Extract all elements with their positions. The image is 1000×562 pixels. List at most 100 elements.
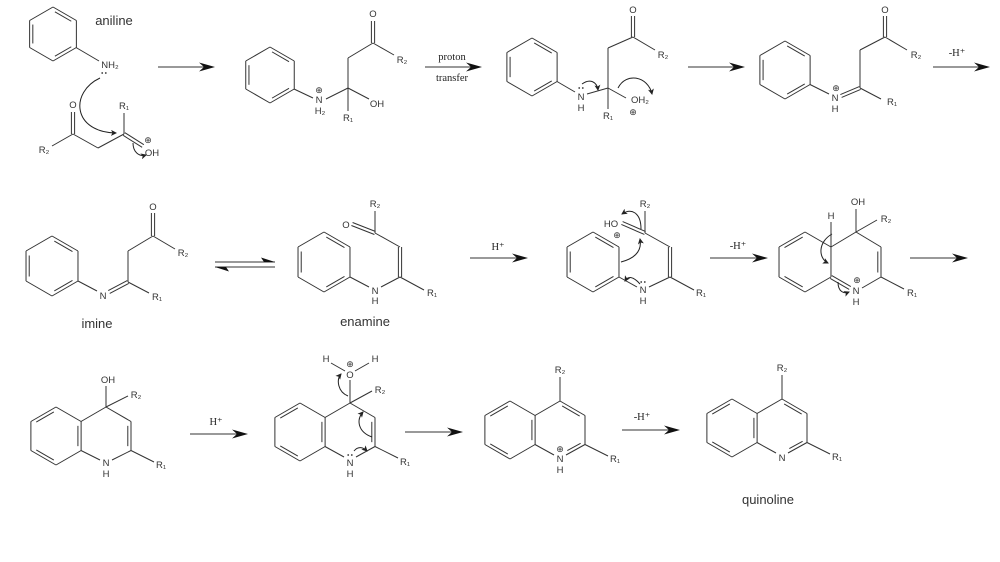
atom-oh2: OH₂ (631, 95, 649, 106)
double-bond-inner (533, 80, 552, 92)
atom-oh: OH (370, 99, 384, 110)
single-bond (756, 398, 783, 414)
atom-r2: R₂ (658, 50, 669, 61)
single-bond (80, 406, 107, 422)
ring-bond (804, 276, 832, 293)
positive-charge: ⊕ (346, 360, 354, 370)
single-bond (669, 276, 695, 291)
atom-h: H (853, 297, 860, 308)
double-bond (323, 231, 351, 248)
double-bond (484, 444, 511, 460)
single-bond (75, 47, 100, 62)
positive-charge: ⊕ (315, 86, 323, 96)
single-bond (293, 88, 314, 99)
single-bond (105, 406, 132, 422)
ring-bond (25, 280, 53, 297)
double-bond-inner (36, 411, 55, 423)
lone-pair-dot (640, 281, 643, 283)
double-bond (351, 225, 375, 235)
single-bond (354, 362, 370, 372)
atom-r1: R₁ (152, 292, 162, 303)
arrow-label-proton: proton (438, 52, 466, 63)
atom-r2: R₂ (640, 199, 651, 210)
atom-h: H (103, 469, 110, 480)
ring-bond (509, 444, 536, 460)
ring-bond (509, 400, 536, 416)
reaction-arrowhead (974, 62, 990, 72)
atom-oh: OH (101, 375, 115, 386)
ring-bond (566, 231, 594, 248)
atom-o: O (149, 202, 156, 213)
atom-h: H (372, 296, 379, 307)
atom-r2: R₂ (555, 365, 566, 376)
single-bond (880, 276, 905, 290)
double-bond-inner (280, 407, 299, 419)
double-bond (274, 402, 301, 418)
ring-bond (29, 47, 54, 62)
reaction-arrowhead (232, 429, 248, 439)
ring-bond (55, 406, 82, 422)
atom-oh: OH (851, 197, 865, 208)
atom-r2: R₂ (375, 385, 386, 396)
atom-r1: R₁ (343, 113, 353, 124)
double-bond-inner (786, 83, 805, 95)
double-bond-inner (712, 403, 731, 415)
double-bond (706, 442, 733, 458)
double-bond (559, 400, 586, 416)
positive-charge: ⊕ (629, 108, 637, 118)
reaction-arrowhead (512, 253, 528, 263)
double-bond-inner (567, 442, 581, 452)
ring-bond (759, 84, 786, 100)
reaction-arrowhead (952, 253, 968, 263)
double-bond-inner (54, 11, 72, 22)
single-bond (347, 87, 370, 100)
double-bond-inner (712, 441, 731, 453)
atom-r1: R₁ (427, 288, 437, 299)
double-bond (484, 400, 511, 416)
atom-n: N (372, 286, 379, 297)
ring-bond (297, 231, 325, 248)
curved-electron-arrow (79, 77, 117, 136)
atom-h: H (347, 469, 354, 480)
double-bond (781, 398, 808, 414)
positive-charge: ⊕ (144, 136, 152, 146)
single-bond (809, 84, 830, 95)
atom-n: N (779, 453, 786, 464)
double-bond-inner (783, 403, 802, 415)
single-bond (855, 219, 878, 233)
double-bond-inner (561, 405, 580, 417)
single-bond (859, 87, 882, 100)
reaction-arrowhead (466, 62, 482, 72)
atom-o: O (369, 9, 376, 20)
double-bond-inner (595, 236, 614, 248)
label-quinoline: quinoline (742, 492, 794, 507)
atom-n: N (557, 454, 564, 465)
reaction-arrowhead (199, 62, 215, 72)
ring-bond (804, 231, 832, 248)
single-bond (644, 232, 671, 248)
atom-o: O (69, 100, 76, 111)
double-bond-inner (533, 42, 552, 54)
double-bond-inner (271, 87, 290, 99)
single-bond (859, 36, 886, 51)
atom-r1: R₁ (832, 452, 842, 463)
label-enamine: enamine (340, 314, 390, 329)
single-bond (607, 87, 627, 99)
curved-electron-arrow (820, 233, 833, 264)
single-bond (330, 362, 346, 372)
curved-electron-arrow (357, 411, 373, 438)
single-bond (632, 36, 656, 51)
curved-electron-arrow (837, 281, 850, 297)
double-bond (30, 450, 57, 466)
double-bond (621, 224, 645, 235)
single-bond (347, 42, 374, 59)
ring-bond (506, 37, 533, 53)
double-bond (52, 6, 77, 21)
double-bond-inner (54, 280, 73, 292)
single-bond (349, 276, 370, 288)
atom-r2: R₂ (131, 390, 142, 401)
double-bond (840, 86, 860, 95)
atom-h: H (578, 103, 585, 114)
atom-r2: R₂ (397, 55, 408, 66)
atom-n: N (100, 291, 107, 302)
